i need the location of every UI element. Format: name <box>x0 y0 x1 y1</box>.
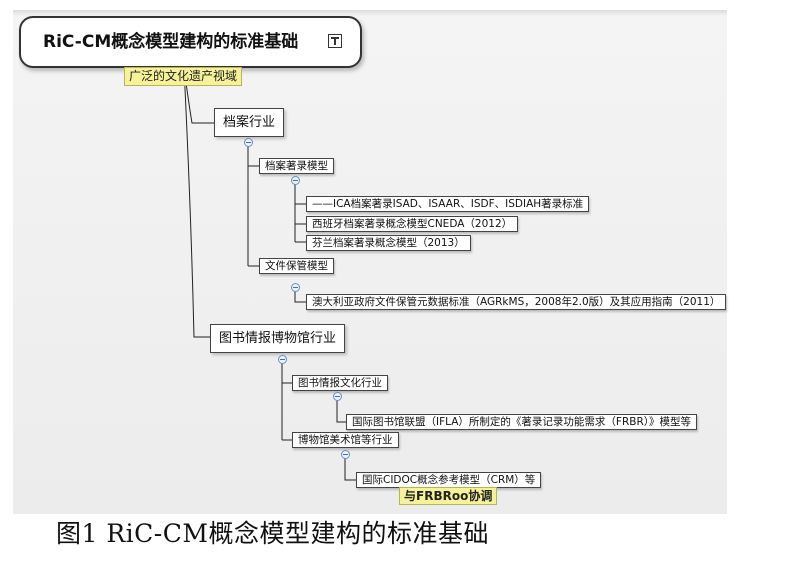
note-icon[interactable] <box>328 34 342 48</box>
node-recordkeeping[interactable]: 文件保管模型 <box>259 258 334 274</box>
collapse-lam-icon[interactable] <box>278 355 287 364</box>
node-cidoc-crm[interactable]: 国际CIDOC概念参考模型（CRM）等 <box>356 472 542 488</box>
node-archives[interactable]: 档案行业 <box>214 108 285 137</box>
node-finland-model[interactable]: 芬兰档案著录概念模型（2013） <box>306 235 471 251</box>
node-agrkms[interactable]: 澳大利亚政府文件保管元数据标准（AGRkMS，2008年2.0版）及其应用指南（… <box>306 294 727 310</box>
collapse-archival-description-icon[interactable] <box>291 176 300 185</box>
collapse-museum-icon[interactable] <box>341 450 350 459</box>
connector-lines <box>183 67 356 481</box>
root-label: RiC-CM概念模型建构的标准基础 <box>43 32 299 52</box>
link-library-item-1 <box>336 398 346 423</box>
collapse-recordkeeping-icon[interactable] <box>291 283 300 292</box>
figure-caption: 图1 RiC-CM概念模型建构的标准基础 <box>56 519 489 548</box>
node-ica-standards[interactable]: ——ICA档案著录ISAD、ISAAR、ISDF、ISDIAH著录标准 <box>306 196 590 212</box>
callout-frbroo: 与FRBRoo协调 <box>399 487 498 505</box>
root-node[interactable]: RiC-CM概念模型建构的标准基础 <box>19 16 362 68</box>
collapse-archives-icon[interactable] <box>244 138 253 147</box>
mindmap-canvas: RiC-CM概念模型建构的标准基础 广泛的文化遗产视域 档案行业 档案著录模型 … <box>13 10 727 514</box>
link-recordkeeping-item-1 <box>294 291 306 303</box>
node-frbr[interactable]: 国际图书馆联盟（IFLA）所制定的《著录记录功能需求（FRBR）》模型等 <box>346 414 697 430</box>
collapse-library-icon[interactable] <box>333 392 342 401</box>
callout-cultural-heritage: 广泛的文化遗产视域 <box>124 67 243 86</box>
node-museum[interactable]: 博物馆美术馆等行业 <box>292 432 399 448</box>
link-root-lam <box>183 67 210 338</box>
node-lam[interactable]: 图书情报博物馆行业 <box>210 324 346 353</box>
link-museum-item-1 <box>344 456 356 481</box>
node-archival-description[interactable]: 档案著录模型 <box>259 158 334 174</box>
canvas-top-shade <box>13 10 727 16</box>
node-library[interactable]: 图书情报文化行业 <box>292 375 388 391</box>
node-cneda[interactable]: 西班牙档案著录概念模型CNEDA（2012） <box>306 216 519 232</box>
